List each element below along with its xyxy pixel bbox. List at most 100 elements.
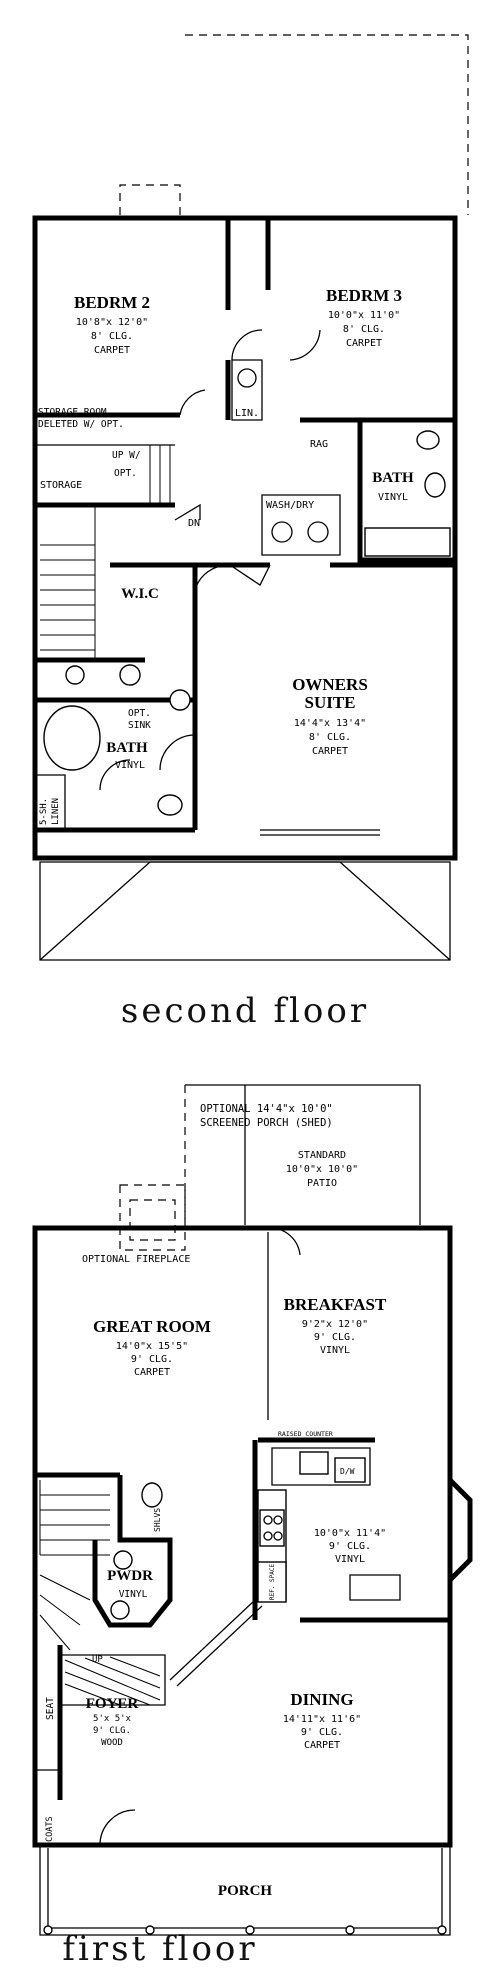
owners-suite-name-1: OWNERS bbox=[292, 675, 368, 694]
dining-ceiling: 9' CLG. bbox=[301, 1727, 343, 1738]
dining-size: 14'11"x 11'6" bbox=[283, 1714, 361, 1725]
porch-post bbox=[245, 1925, 255, 1935]
bath-small-floor: VINYL bbox=[378, 492, 408, 503]
second-floor-exterior-wall bbox=[32, 215, 458, 861]
screened-porch-label: OPTIONAL 14'4"x 10'0" bbox=[200, 1103, 333, 1115]
door-swing-icon bbox=[289, 329, 321, 361]
kitchen-island bbox=[349, 1574, 401, 1601]
foyer-size: 5'x 5'x bbox=[93, 1714, 132, 1724]
sink-icon bbox=[113, 1550, 133, 1570]
second-floor-labels: BEDRM 2 10'8"x 12'0" 8' CLG. CARPET BEDR… bbox=[38, 286, 414, 1031]
porch-outline bbox=[39, 1845, 451, 1936]
optional-sink-label: OPT. bbox=[128, 708, 151, 719]
door-swing-icon bbox=[269, 1227, 301, 1256]
bedroom3-size: 10'0"x 11'0" bbox=[328, 310, 400, 321]
raised-counter-label: RAISED COUNTER bbox=[278, 1430, 333, 1438]
roof-outline-dashed bbox=[185, 34, 469, 215]
bath-wall bbox=[357, 420, 455, 563]
storage-label: STORAGE bbox=[40, 480, 82, 491]
fireplace-inner bbox=[129, 1199, 176, 1241]
dining-name: DINING bbox=[290, 1690, 353, 1709]
great-room-ceiling: 9' CLG. bbox=[131, 1354, 173, 1365]
breakfast-floor: VINYL bbox=[320, 1345, 350, 1356]
up-stair-label: UP bbox=[92, 1655, 103, 1665]
wic-wall bbox=[110, 562, 198, 660]
foyer-name: FOYER bbox=[86, 1696, 139, 1712]
burner-icon bbox=[263, 1515, 273, 1525]
up-with-option-note-2: OPT. bbox=[114, 468, 137, 479]
porch-name: PORCH bbox=[218, 1883, 272, 1899]
powder-room-wall bbox=[92, 1475, 173, 1628]
first-floor-plan bbox=[32, 1084, 473, 1936]
owners-suite-floor: CARPET bbox=[312, 746, 348, 757]
kitchen-floor: VINYL bbox=[335, 1554, 365, 1565]
shelves-label: SHLVS bbox=[153, 1508, 162, 1532]
staircase-icon bbox=[39, 1480, 110, 1556]
front-door-swing-icon bbox=[99, 1809, 136, 1846]
dishwasher-label: D/W bbox=[340, 1467, 355, 1476]
optional-sink-label-2: SINK bbox=[128, 720, 151, 731]
storage-stair-icon bbox=[149, 445, 171, 505]
staircase-winder-icon bbox=[39, 1574, 91, 1651]
powder-room-floor: VINYL bbox=[119, 1589, 148, 1600]
patio-standard-label: STANDARD bbox=[298, 1150, 346, 1161]
first-floor-labels: OPTIONAL 14'4"x 10'0" SCREENED PORCH (SH… bbox=[45, 1103, 387, 1969]
bedroom3-ceiling: 8' CLG. bbox=[343, 324, 385, 335]
porch-post bbox=[145, 1925, 155, 1935]
wash-dry-label: WASH/DRY bbox=[266, 500, 314, 511]
bay-window bbox=[448, 1478, 473, 1582]
door-swing-icon bbox=[159, 734, 196, 771]
first-floor-caption: first floor bbox=[62, 1929, 257, 1969]
washer-icon bbox=[271, 521, 293, 543]
bath-main-floor: VINYL bbox=[115, 760, 145, 771]
great-room-size: 14'0"x 15'5" bbox=[116, 1341, 188, 1352]
door-swing-icon bbox=[231, 329, 263, 361]
burner-icon bbox=[263, 1531, 273, 1541]
kitchen-counter bbox=[271, 1447, 371, 1486]
powder-room-name: PWDR bbox=[107, 1568, 153, 1584]
bedroom2-size: 10'8"x 12'0" bbox=[76, 317, 148, 328]
door-swing-icon bbox=[179, 389, 206, 416]
screened-porch-label-2: SCREENED PORCH (SHED) bbox=[200, 1117, 333, 1129]
linen-closet-label: LIN. bbox=[235, 408, 259, 419]
kitchen-ceiling: 9' CLG. bbox=[329, 1541, 371, 1552]
porch-post bbox=[345, 1925, 355, 1935]
sink-icon bbox=[110, 1600, 130, 1620]
bay-outline-dashed bbox=[119, 184, 181, 215]
linen-shelf-label: 5-SH. bbox=[39, 798, 49, 825]
seat-label: SEAT bbox=[45, 1697, 56, 1720]
porch-post bbox=[437, 1925, 447, 1935]
bedroom3-floor: CARPET bbox=[346, 338, 382, 349]
breakfast-size: 9'2"x 12'0" bbox=[302, 1319, 368, 1330]
breakfast-ceiling: 9' CLG. bbox=[314, 1332, 356, 1343]
bedroom2-name: BEDRM 2 bbox=[74, 293, 150, 312]
water-heater-icon bbox=[237, 368, 257, 388]
kitchen-size: 10'0"x 11'4" bbox=[314, 1528, 386, 1539]
up-with-option-note: UP W/ bbox=[112, 450, 141, 461]
foyer-floor bbox=[60, 1654, 166, 1706]
door-swing-icon bbox=[194, 564, 231, 591]
stair-arrow-icon bbox=[174, 503, 201, 521]
sink-icon bbox=[416, 430, 440, 450]
refrigerator-space bbox=[257, 1561, 287, 1603]
down-stair-label: DN bbox=[188, 518, 200, 529]
staircase-icon bbox=[40, 544, 95, 651]
sink-icon bbox=[65, 665, 85, 685]
ref-space-label: REF. SPACE bbox=[269, 1563, 276, 1600]
foyer-ceiling: 9' CLG. bbox=[93, 1726, 131, 1736]
toilet-icon bbox=[424, 472, 446, 498]
kitchen-sink-icon bbox=[299, 1451, 329, 1475]
bedroom3-name: BEDRM 3 bbox=[326, 286, 402, 305]
bathtub-icon bbox=[43, 705, 101, 771]
foyer-floor-label: WOOD bbox=[101, 1738, 123, 1748]
screened-porch-outline bbox=[185, 1084, 421, 1225]
great-room-floor: CARPET bbox=[134, 1367, 170, 1378]
sink-icon bbox=[169, 689, 191, 711]
linen-closet bbox=[35, 774, 66, 830]
toilet-icon bbox=[157, 794, 183, 816]
fireplace-label: OPTIONAL FIREPLACE bbox=[82, 1254, 190, 1265]
burner-icon bbox=[273, 1515, 283, 1525]
wic-label: W.I.C bbox=[121, 586, 159, 602]
porch-rail bbox=[47, 1848, 443, 1929]
wash-dry-closet bbox=[261, 494, 341, 556]
